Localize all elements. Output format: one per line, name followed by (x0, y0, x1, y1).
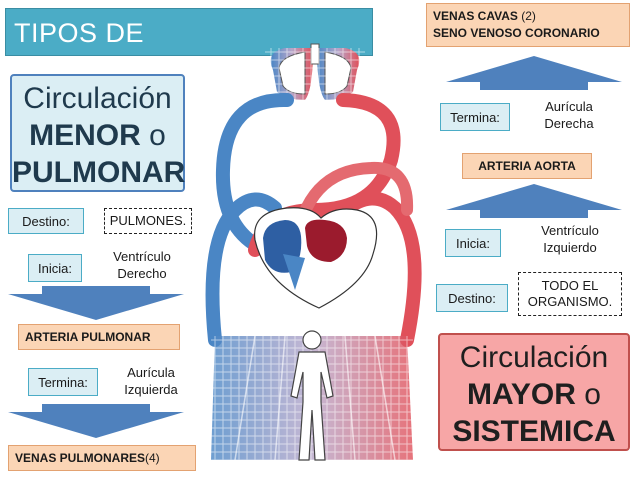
venas-pulmonares-count: (4) (145, 451, 160, 465)
card-menor: MENOR (29, 119, 141, 152)
card-line-3: SISTEMICA (452, 415, 616, 448)
card-circulacion-pulmonar: Circulación MENOR o PULMONAR (10, 74, 185, 192)
card-line-2: MAYOR o (440, 376, 628, 413)
vena-cava-loop (205, 192, 282, 347)
venas-pulmonares-text: VENAS PULMONARES (15, 451, 146, 465)
inicia-value-pulmonar: Ventrículo Derecho (96, 248, 188, 284)
heart (254, 207, 378, 309)
card-circulacion-sistemica: Circulación MAYOR o SISTEMICA (438, 333, 630, 451)
seno-venoso-text: SENO VENOSO CORONARIO (433, 26, 600, 40)
card-mayor: MAYOR (467, 378, 576, 411)
arrow-shape (8, 404, 184, 438)
termina-value-pulmonar: Aurícula Izquierda (104, 364, 198, 400)
arrow-down-pulmonar-1 (8, 286, 184, 320)
aorta-loop (338, 191, 422, 347)
card-line-1: Circulación (23, 82, 172, 115)
arrow-up-sistemica-1 (446, 56, 622, 90)
pulmonary-vein-loop (215, 92, 294, 257)
venas-cavas-count: (2) (517, 9, 536, 23)
termina-value-line2: Izquierda (124, 382, 178, 397)
lungs-capillaries (265, 43, 365, 104)
destino-value-line2: ORGANISMO. (527, 294, 613, 309)
termina-label-sistemica: Termina: (440, 103, 510, 131)
inicia-value-line2: Derecho (117, 266, 167, 281)
arrow-up-sistemica-2 (446, 184, 622, 218)
termina-value-line2: Derecha (544, 116, 594, 131)
venas-cavas-box: VENAS CAVAS (2) SENO VENOSO CORONARIO (426, 3, 630, 47)
inicia-value-line1: Ventrículo (541, 223, 599, 238)
inicia-label-sistemica: Inicia: (445, 229, 501, 257)
arteria-pulmonar-box: ARTERIA PULMONAR (18, 324, 180, 350)
termina-value-line1: Aurícula (545, 99, 593, 114)
destino-value-pulmonar: PULMONES. (104, 208, 192, 234)
arteria-aorta-box: ARTERIA AORTA (462, 153, 592, 179)
inicia-label-pulmonar: Inicia: (28, 254, 82, 282)
card-line-3: PULMONAR (12, 156, 186, 189)
human-figure (290, 330, 334, 461)
termina-value-sistemica: Aurícula Derecha (520, 98, 618, 134)
arrow-shape (446, 56, 622, 90)
inicia-value-sistemica: Ventrículo Izquierdo (520, 222, 620, 258)
inicia-value-line1: Ventrículo (113, 249, 171, 264)
inicia-value-line2: Izquierdo (543, 240, 597, 255)
arrow-down-pulmonar-2 (8, 404, 184, 438)
arrow-shape (8, 286, 184, 320)
termina-label-pulmonar: Termina: (28, 368, 98, 396)
destino-value-sistemica: TODO EL ORGANISMO. (518, 272, 622, 316)
venas-pulmonares-box: VENAS PULMONARES (4) (8, 445, 196, 471)
arrow-shape (446, 184, 622, 218)
destino-value-line1: TODO EL (541, 278, 599, 293)
venas-cavas-text: VENAS CAVAS (433, 9, 518, 23)
destino-label-sistemica: Destino: (436, 284, 508, 312)
card-line-2: MENOR o (12, 117, 183, 154)
card-line-1: Circulación (459, 341, 609, 374)
termina-value-line1: Aurícula (127, 365, 175, 380)
page-title: TIPOS DE CIRCULACIONES: (5, 8, 373, 96)
circulation-illustration (205, 43, 422, 461)
destino-label-pulmonar: Destino: (8, 208, 84, 234)
card-o: o (140, 119, 166, 152)
card-o: o (575, 378, 601, 411)
